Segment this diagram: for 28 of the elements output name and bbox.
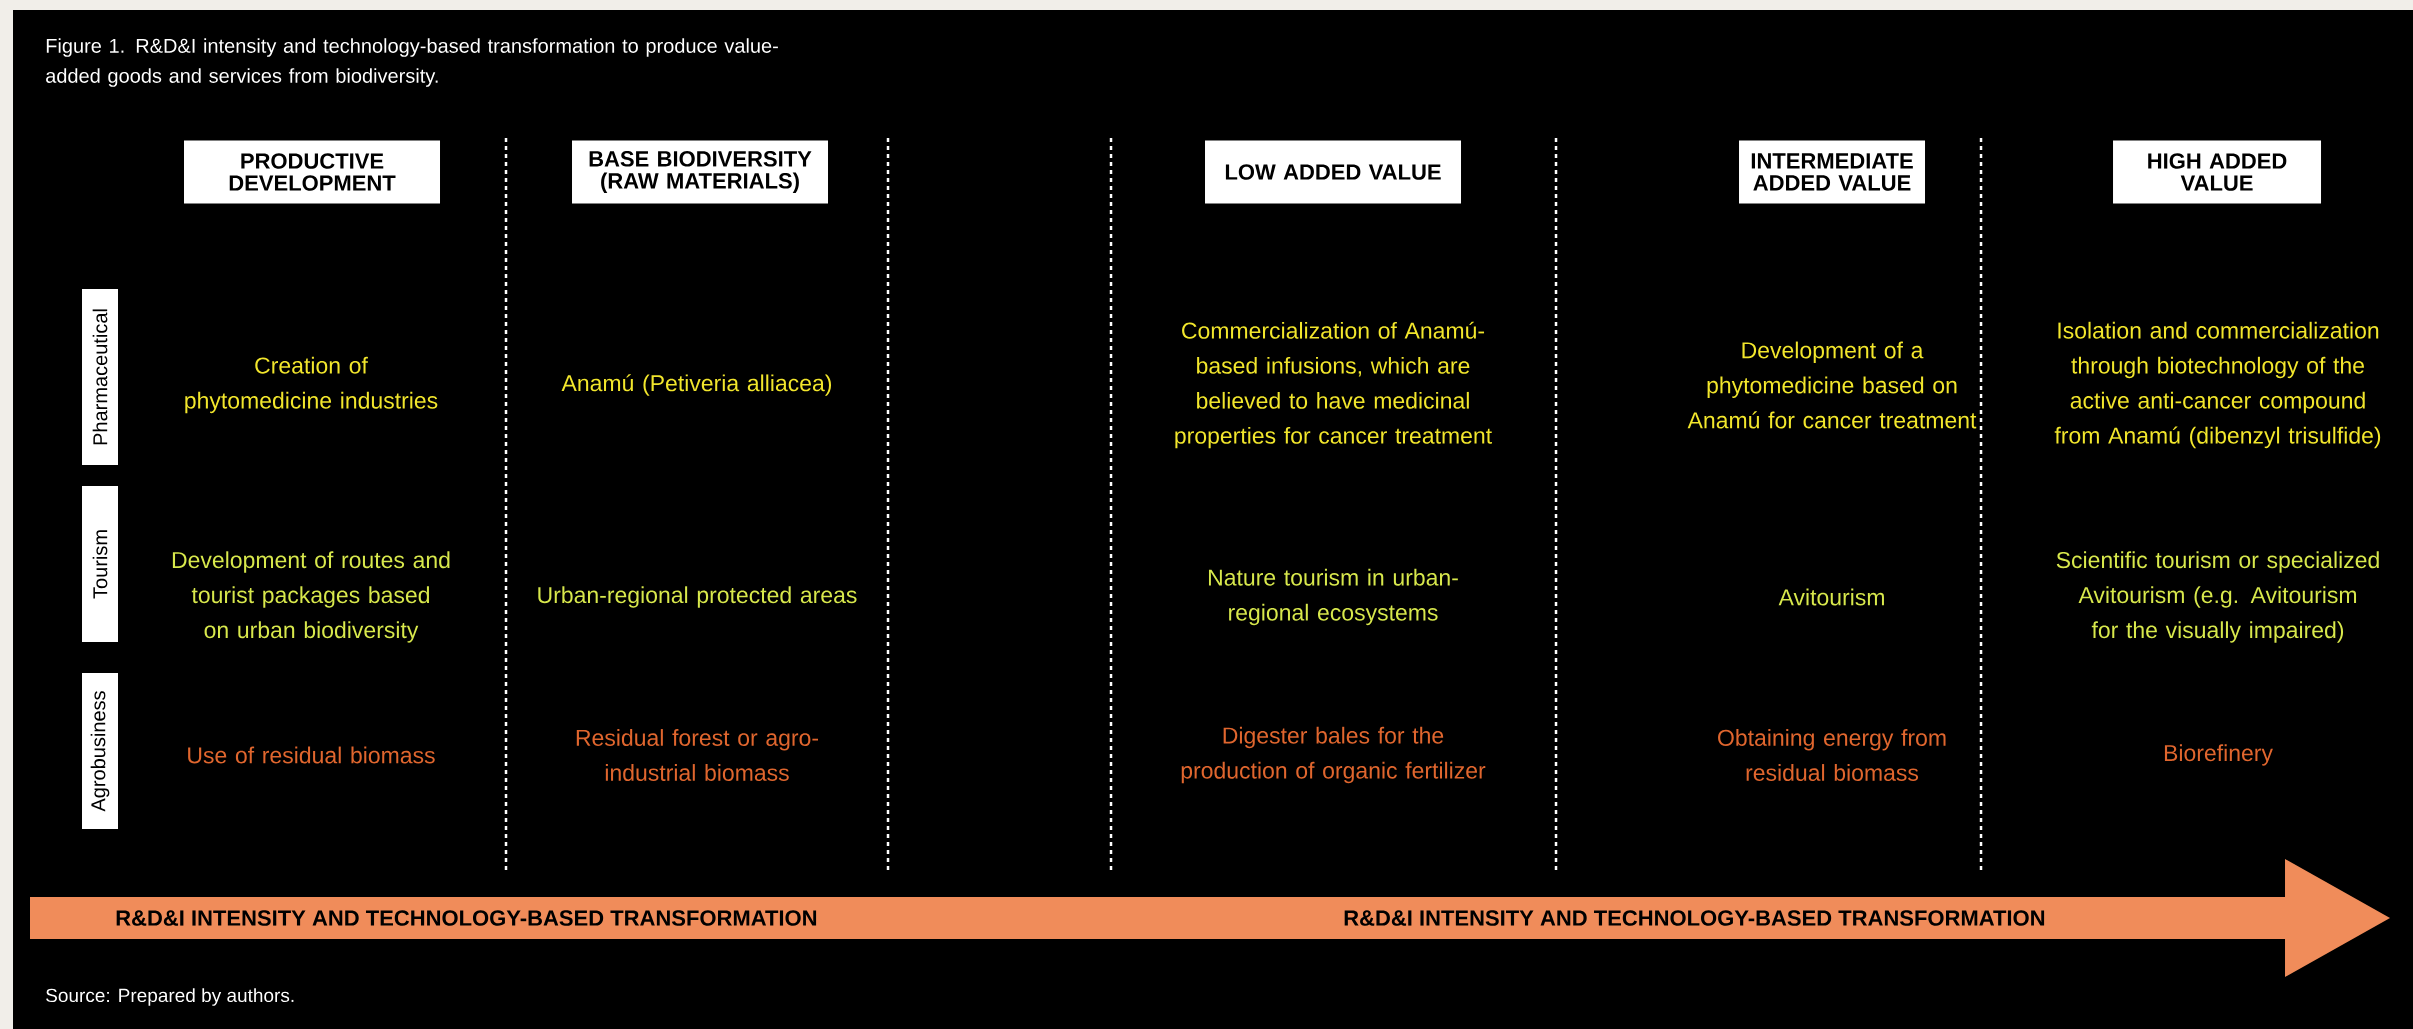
cell-text: Nature tourism in urban-regional ecosystems	[1209, 568, 1458, 626]
cell-text: Biorefinery	[2164, 744, 2273, 766]
cell-text: Digester bales for the production of organic fertilizer	[1181, 726, 1486, 784]
cell-text: Use of residual biomass	[188, 746, 435, 764]
cell-text: Residual forest or agro-industrial biomass	[576, 729, 818, 781]
cell-text: Urban-regional protected areas	[538, 586, 857, 608]
column-header: HIGH ADDED VALUE	[2113, 140, 2321, 204]
cell-text: Isolation and commercialization through biotechnology of the active anti-cancer compound from Anamú (dibenzyl trisulfide)	[2054, 321, 2381, 449]
source-note: Source: Prepared by authors.	[46, 988, 294, 1006]
column-header: PRODUCTIVE DEVELOPMENT	[184, 140, 440, 204]
row-label: Tourism	[82, 486, 118, 642]
column-header: LOW ADDED VALUE	[1205, 140, 1461, 204]
cell-text: Commercialization of Anamú-based infusions, which are believed to have medicinal properties for cancer treatment	[1175, 321, 1492, 449]
column-header: BASE BIODIVERSITY (RAW MATERIALS)	[572, 140, 828, 204]
row-label: Agrobusiness	[82, 673, 118, 829]
cell-text: Development of routes and tourist packages based on urban biodiversity	[172, 551, 450, 643]
arrow-label: R&D&I INTENSITY AND TECHNOLOGY-BASED TRANSFORMATION	[116, 910, 817, 926]
cell-text: Development of a phytomedicine based on Anamú for cancer treatment	[1687, 341, 1977, 429]
row-label: Pharmaceutical	[82, 289, 118, 465]
figure-title: Figure 1. R&D&I intensity and technology-based transformation to produce value-added goods and services from biodiversity.	[46, 38, 778, 87]
progress-arrow	[30, 859, 2390, 977]
cell-text: Scientific tourism or specialized Avitourism (e.g. Avitourism for the visually impaired)	[2056, 551, 2379, 643]
cell-text: Avitourism	[1778, 588, 1884, 606]
column-header: INTERMEDIATE ADDED VALUE	[1739, 140, 1925, 204]
cell-text: Anamú (Petiveria alliacea)	[561, 374, 832, 396]
cell-text: Obtaining energy from residual biomass	[1718, 729, 1946, 781]
arrow-label: R&D&I INTENSITY AND TECHNOLOGY-BASED TRANSFORMATION	[1344, 910, 2045, 926]
cell-text: Creation of phytomedicine industries	[185, 356, 438, 414]
